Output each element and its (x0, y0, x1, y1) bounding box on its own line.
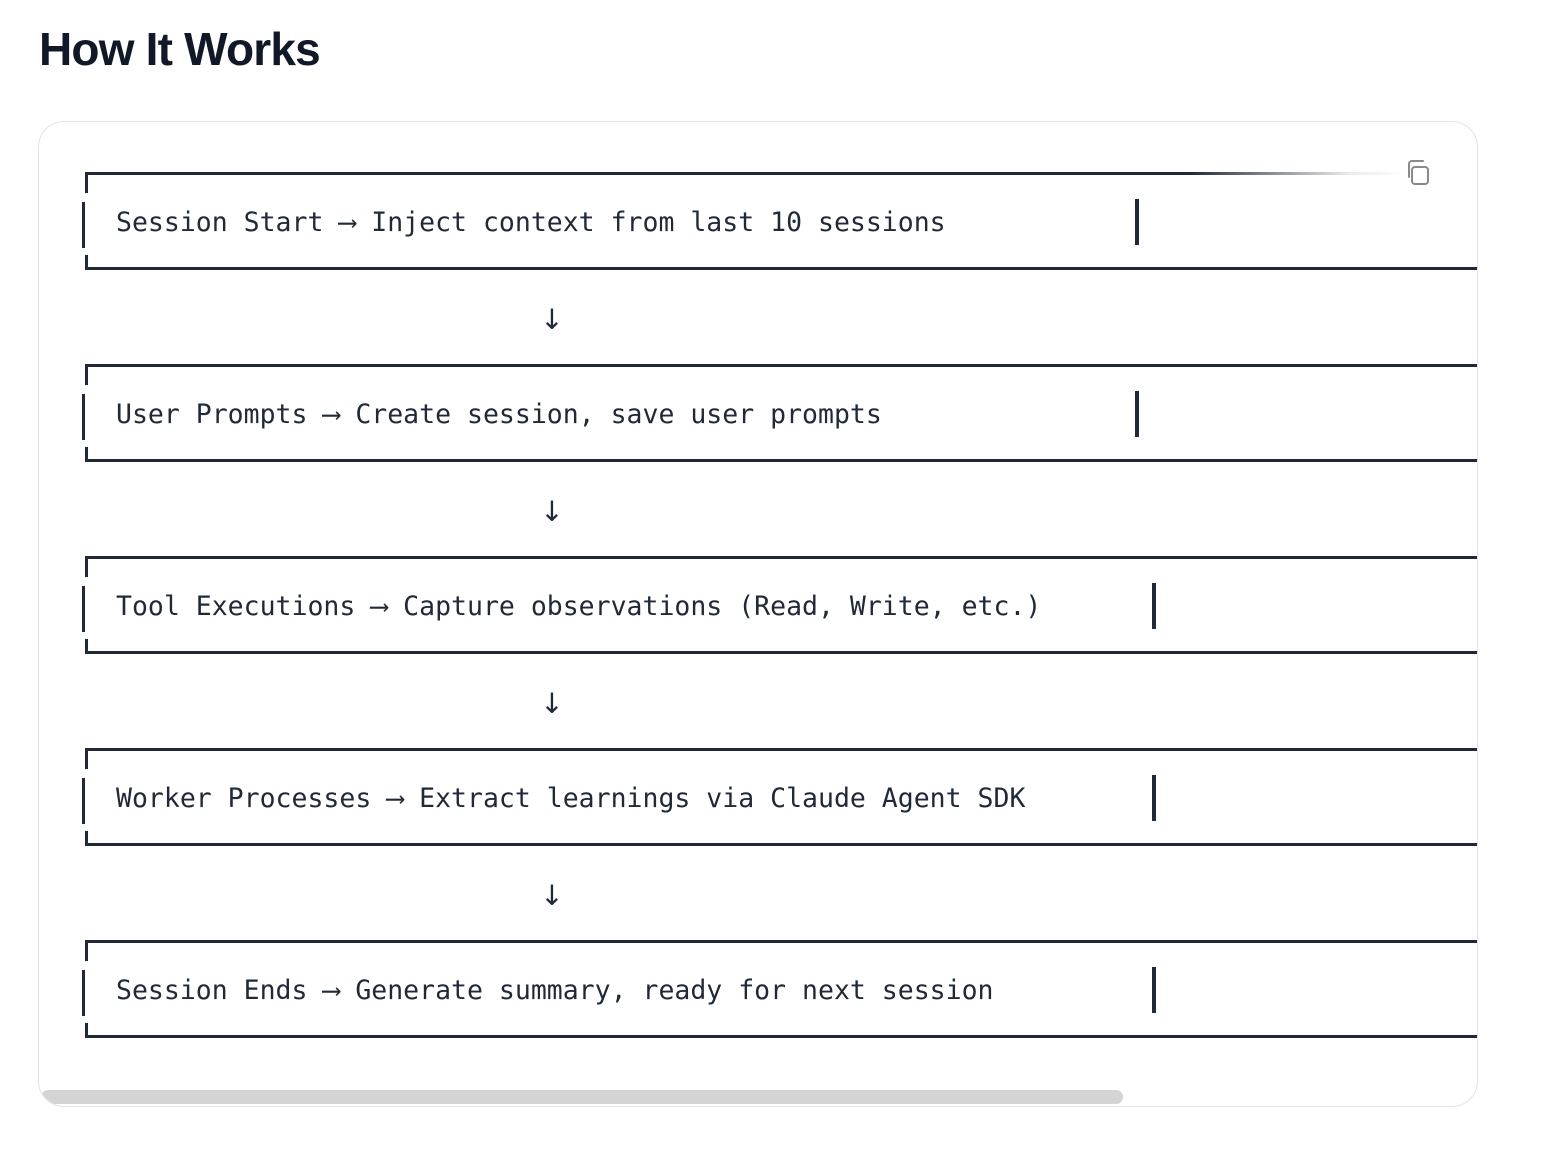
step-divider (1135, 199, 1139, 245)
down-arrow: ↓ (540, 687, 564, 720)
step-box-session-start: Session Start ⟶ Inject context from last… (82, 172, 1477, 270)
step-box-tool-executions: Tool Executions ⟶ Capture observations (… (82, 556, 1477, 654)
page-title: How It Works (39, 23, 321, 75)
step-divider (1135, 391, 1139, 437)
flow-diagram: Session Start ⟶ Inject context from last… (39, 122, 1477, 1106)
step-divider (1152, 775, 1156, 821)
down-arrow: ↓ (540, 879, 564, 912)
copy-button[interactable] (1399, 153, 1439, 193)
fade-mask (1189, 166, 1477, 180)
step-box-session-ends: Session Ends ⟶ Generate summary, ready f… (82, 940, 1477, 1038)
step-text: Tool Executions ⟶ Capture observations (… (116, 591, 1042, 622)
copy-icon (1408, 160, 1429, 185)
scrollbar-thumb[interactable] (41, 1090, 1123, 1104)
code-block: Session Start ⟶ Inject context from last… (38, 121, 1478, 1107)
step-text: Session Ends ⟶ Generate summary, ready f… (116, 975, 994, 1006)
step-divider (1152, 967, 1156, 1013)
horizontal-scrollbar[interactable] (39, 1088, 1477, 1106)
step-box-worker-processes: Worker Processes ⟶ Extract learnings via… (82, 748, 1477, 846)
step-text: Session Start ⟶ Inject context from last… (116, 207, 946, 238)
step-text: User Prompts ⟶ Create session, save user… (116, 399, 882, 430)
down-arrow: ↓ (540, 495, 564, 528)
down-arrow: ↓ (540, 303, 564, 336)
step-divider (1152, 583, 1156, 629)
step-box-user-prompts: User Prompts ⟶ Create session, save user… (82, 364, 1477, 462)
step-text: Worker Processes ⟶ Extract learnings via… (116, 783, 1026, 814)
